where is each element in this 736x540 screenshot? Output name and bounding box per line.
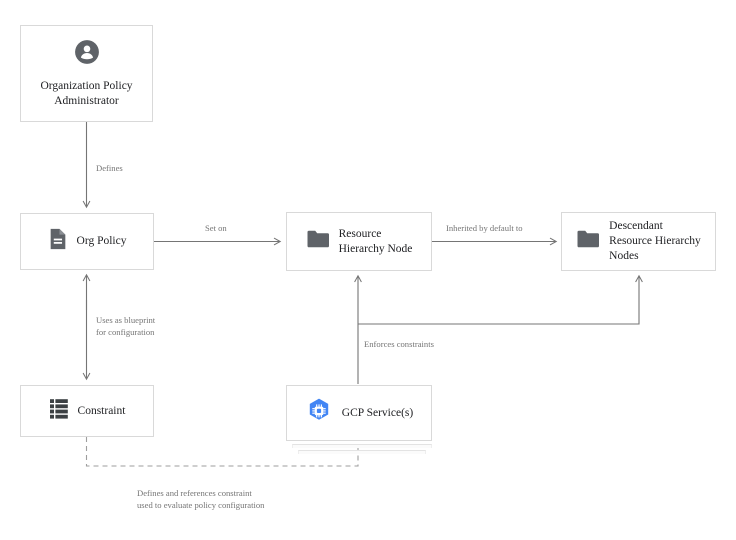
edge-label-enforces-constraints: Enforces constraints <box>364 339 434 349</box>
edge-enforces-constraints-branch <box>358 274 643 325</box>
list-rows-icon <box>49 398 69 425</box>
edge-label-set-on: Set on <box>205 223 227 233</box>
gcp-hexagon-chip-icon <box>305 397 333 430</box>
node-label-gcp-services: GCP Service(s) <box>341 406 414 419</box>
node-org-policy-administrator[interactable]: Organization Policy Administrator <box>20 25 153 122</box>
node-descendant-resource-hierarchy-nodes[interactable]: Descendant Resource Hierarchy Nodes <box>561 212 716 271</box>
node-gcp-services[interactable]: GCP Service(s) <box>286 385 432 441</box>
edge-label-defines-and-references-constraint: Defines and references constraint used t… <box>137 488 265 510</box>
edge-label-uses-as-blueprint: Uses as blueprint for configuration <box>96 315 156 337</box>
gcp-service-stack-plate-2 <box>298 450 426 454</box>
node-label-org-policy: Org Policy <box>76 235 127 247</box>
person-icon <box>74 39 100 70</box>
node-org-policy[interactable]: Org Policy <box>20 213 154 270</box>
node-constraint[interactable]: Constraint <box>20 385 154 437</box>
node-label-resource-hierarchy-node: Resource Hierarchy Node <box>338 227 413 255</box>
folder-icon <box>576 229 600 254</box>
node-label-org-policy-administrator: Organization Policy Administrator <box>40 79 133 107</box>
folder-icon <box>306 229 330 254</box>
node-resource-hierarchy-node[interactable]: Resource Hierarchy Node <box>286 212 432 271</box>
document-icon <box>48 228 68 255</box>
edge-label-inherited-by-default-to: Inherited by default to <box>446 223 523 233</box>
gcp-service-stack-plate-1 <box>292 444 432 448</box>
node-label-constraint: Constraint <box>77 404 126 417</box>
node-label-descendant-resource-hierarchy-nodes: Descendant Resource Hierarchy Nodes <box>609 220 701 262</box>
edge-label-defines: Defines <box>96 163 123 173</box>
